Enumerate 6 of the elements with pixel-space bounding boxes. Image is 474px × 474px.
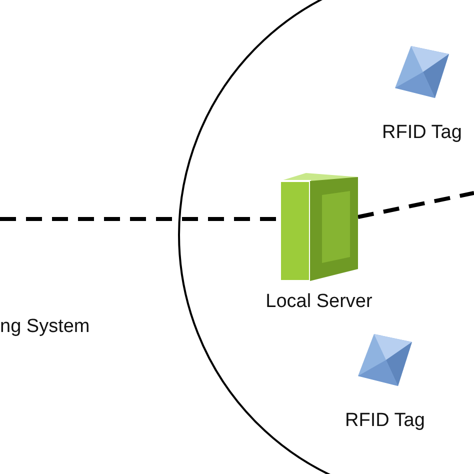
node-label: RFID Tag — [382, 122, 462, 144]
node-label: Local Server — [266, 291, 372, 313]
dashed-line — [358, 191, 474, 219]
system-label: ng System — [0, 316, 90, 338]
node-label: RFID Tag — [345, 410, 425, 432]
dashed-line — [0, 217, 276, 221]
